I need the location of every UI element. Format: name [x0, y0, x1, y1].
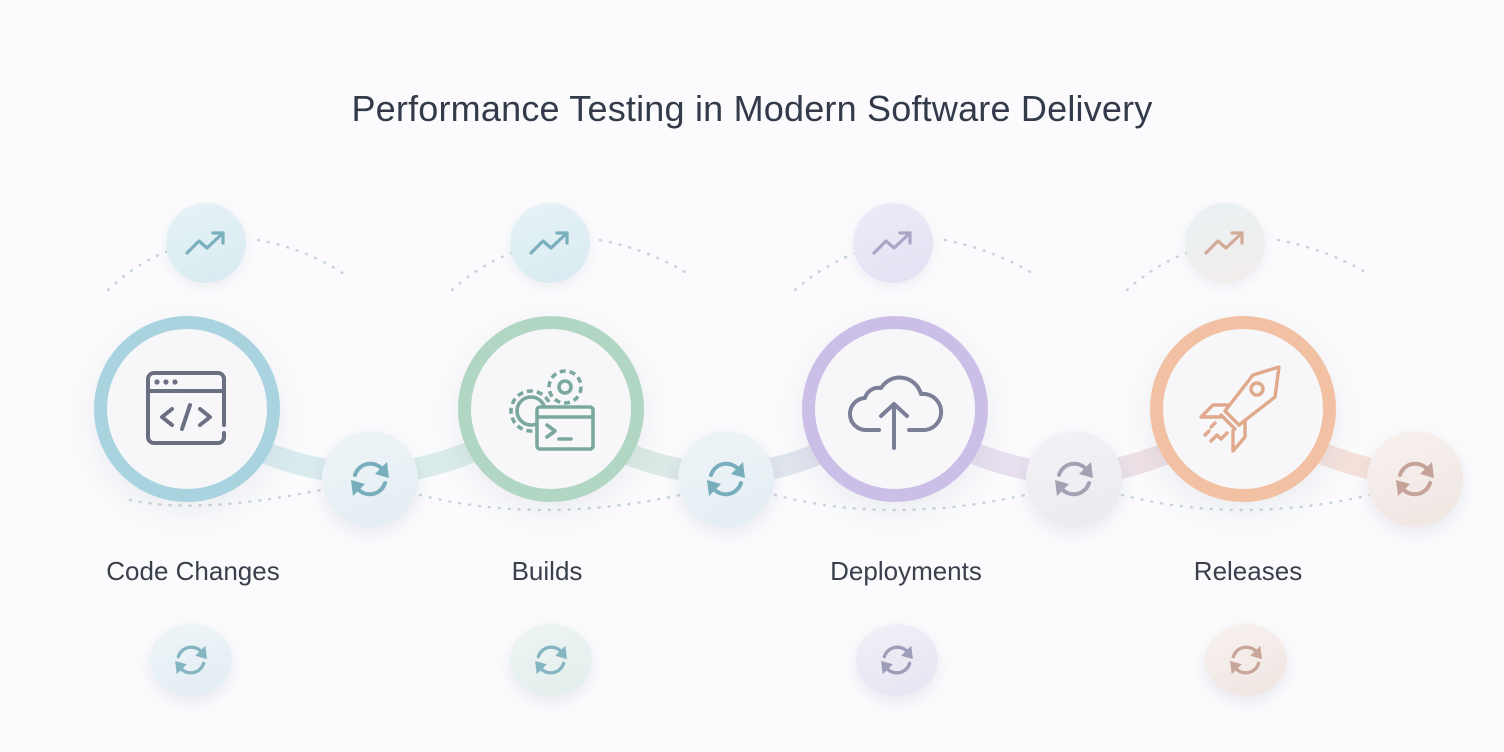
refresh-cycle-icon	[535, 645, 567, 675]
trend-badge-builds	[510, 203, 590, 283]
stage-node-deployments[interactable]	[802, 316, 988, 502]
bottom-cycle-node-3	[856, 624, 938, 696]
refresh-cycle-icon	[881, 645, 913, 675]
code-window-icon	[146, 371, 226, 445]
bottom-cycle-node-1	[150, 624, 232, 696]
refresh-cycle-icon	[351, 461, 389, 497]
trend-badge-code-changes	[166, 203, 246, 283]
stage-label-code-changes: Code Changes	[106, 556, 280, 586]
refresh-cycle-icon	[175, 645, 207, 675]
refresh-cycle-icon	[1230, 645, 1262, 675]
stage-label-builds: Builds	[511, 556, 583, 586]
gears-terminal-icon	[509, 369, 595, 451]
stage-node-releases[interactable]	[1150, 316, 1336, 502]
refresh-cycle-icon	[1055, 461, 1093, 497]
stage-node-code-changes[interactable]	[94, 316, 280, 502]
bottom-cycle-node-2	[510, 624, 592, 696]
cloud-upload-icon	[848, 375, 944, 450]
trend-badge-deployments	[853, 203, 933, 283]
rocket-icon	[1199, 365, 1281, 453]
refresh-cycle-icon	[1396, 461, 1434, 497]
cycle-node-1	[322, 431, 418, 527]
stage-label-deployments: Deployments	[830, 556, 982, 586]
stage-node-builds[interactable]	[458, 316, 644, 502]
stage-label-releases: Releases	[1193, 556, 1303, 586]
page-title: Performance Testing in Modern Software D…	[351, 88, 1153, 129]
bottom-cycle-node-4	[1205, 624, 1287, 696]
trending-up-icon	[529, 231, 569, 255]
trending-up-icon	[185, 231, 225, 255]
refresh-cycle-icon	[707, 461, 745, 497]
trending-up-icon	[872, 231, 912, 255]
cycle-node-4	[1367, 431, 1463, 527]
cycle-node-2	[678, 431, 774, 527]
trending-up-icon	[1204, 231, 1244, 255]
cycle-node-3	[1026, 431, 1122, 527]
trend-badge-releases	[1185, 203, 1265, 283]
